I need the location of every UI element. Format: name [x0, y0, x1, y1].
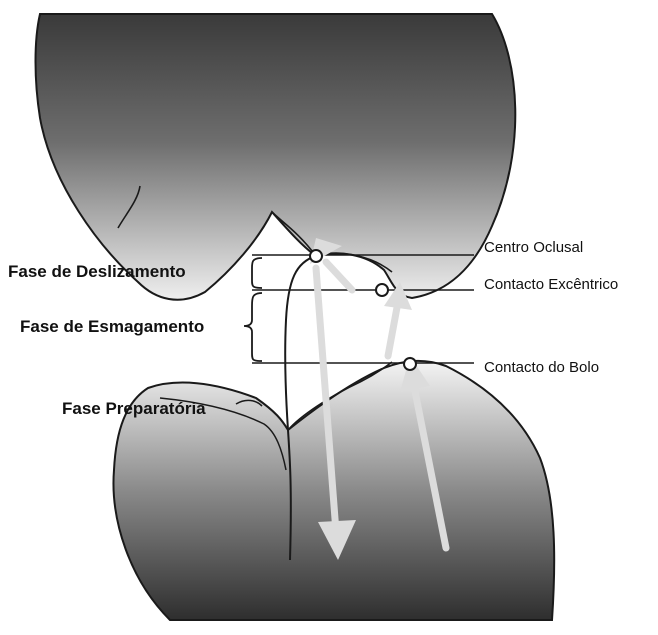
upper-tooth — [36, 14, 516, 300]
sliding-phase-bracket — [252, 258, 262, 288]
occlusal-center-label: Centro Oclusal — [484, 239, 583, 256]
eccentric-contact-label: Contacto Excêntrico — [484, 276, 618, 293]
sliding-phase-label: Fase de Deslizamento — [8, 262, 186, 281]
preparatory-phase-label: Fase Preparatória — [62, 399, 206, 418]
occlusal-center-point — [310, 250, 322, 262]
crushing-phase-label: Fase de Esmagamento — [20, 317, 204, 336]
eccentric-contact-point — [376, 284, 388, 296]
bolus-contact-label: Contacto do Bolo — [484, 359, 599, 376]
crushing-phase-bracket — [244, 293, 262, 361]
bolus-contact-point — [404, 358, 416, 370]
